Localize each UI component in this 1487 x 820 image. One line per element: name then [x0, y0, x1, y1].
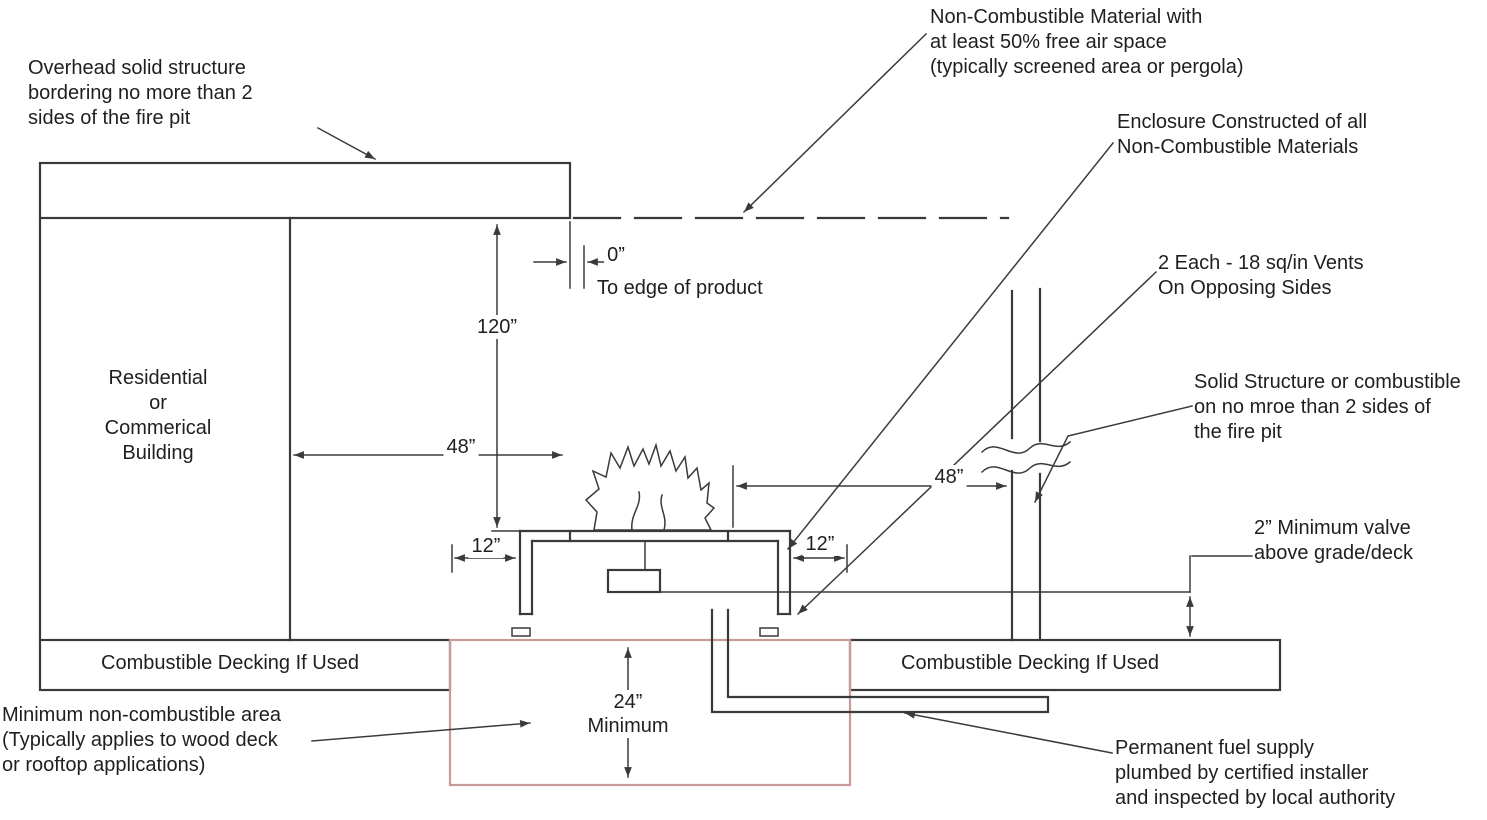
solid-structure-label: Solid Structure or combustible on no mro…: [1194, 371, 1461, 443]
decking-left-label: Combustible Decking If Used: [101, 652, 359, 674]
vents-label: 2 Each - 18 sq/in Vents On Opposing Side…: [1158, 252, 1364, 299]
dim-48-right-label: 48”: [931, 465, 967, 489]
building-label: Residential or Commerical Building: [104, 367, 212, 464]
fuel-supply-label: Permanent fuel supply plumbed by certifi…: [1115, 737, 1396, 809]
noncombustible-material-label: Non-Combustible Material with at least 5…: [930, 6, 1244, 78]
dim-120-label: 120”: [473, 315, 521, 339]
dim-0-note: To edge of product: [597, 277, 763, 299]
min-noncombustible-label: Minimum non-combustible area (Typically …: [2, 704, 282, 776]
enclosure-label: Enclosure Constructed of all Non-Combust…: [1117, 111, 1368, 158]
valve-label: 2” Minimum valve above grade/deck: [1254, 517, 1414, 564]
decking-right-label: Combustible Decking If Used: [901, 652, 1159, 674]
enclosure-wall-shape: [980, 287, 1072, 642]
dim-12-right-label: 12”: [802, 532, 838, 556]
fire-pit-shape: [491, 529, 792, 637]
dim-12-left-label: 12”: [468, 534, 504, 558]
leader-lines: [311, 32, 1193, 754]
building-wall-lines: [38, 216, 292, 642]
fuel-pipe-shape: [710, 608, 1050, 714]
overhead-structure-shape: [38, 161, 572, 220]
overhead-structure-label: Overhead solid structure bordering no mo…: [28, 57, 253, 129]
dim-0-label: 0”: [604, 243, 628, 267]
dim-24-label: 24” Minimum: [584, 690, 672, 738]
burner-shape: [606, 540, 662, 594]
flame-icon: [584, 442, 716, 531]
dim-48-left-label: 48”: [443, 435, 479, 459]
dimension-lines: [293, 221, 1253, 778]
